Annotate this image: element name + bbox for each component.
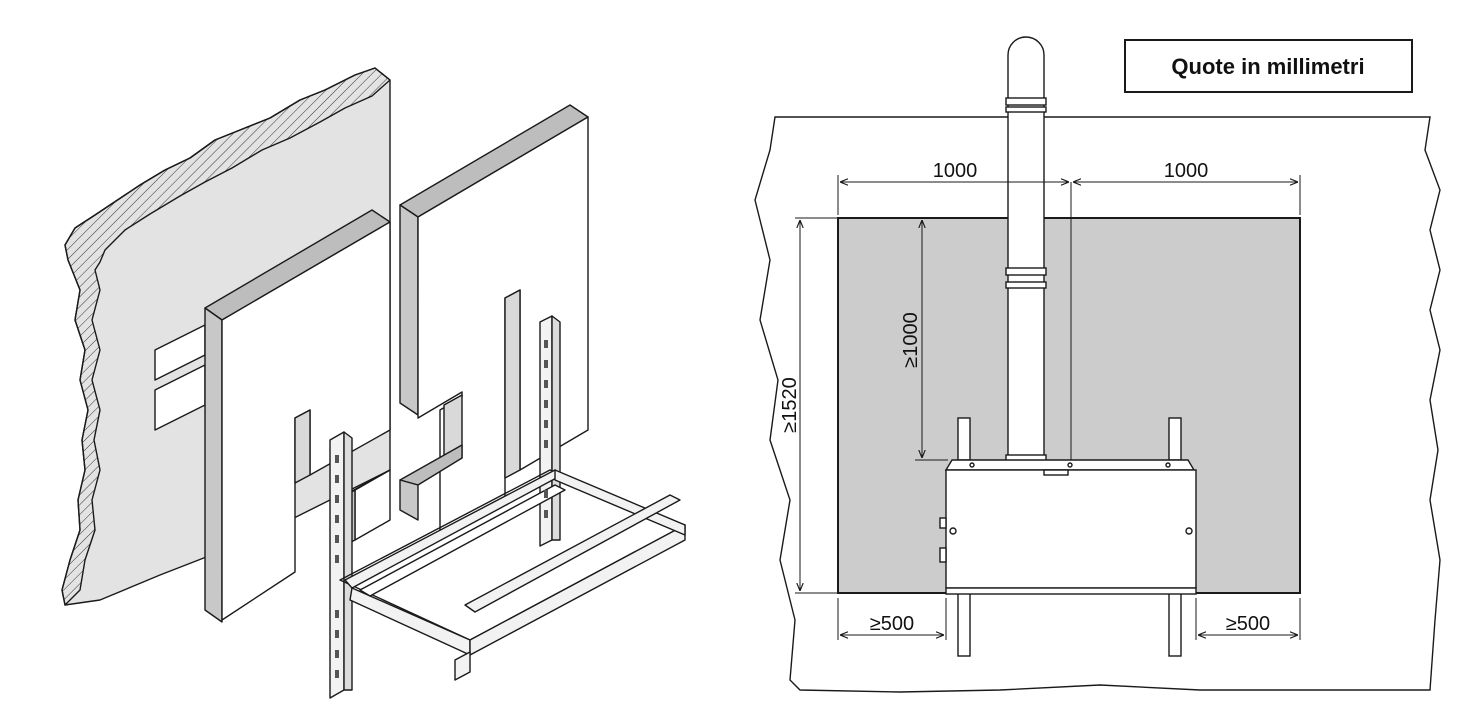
bracket-slots: [335, 340, 548, 678]
bracket-post-right-top: [1168, 417, 1182, 461]
dim-label-width-right: 1000: [1164, 160, 1209, 182]
mounting-bracket: [329, 315, 686, 699]
panel-left: [204, 209, 391, 623]
bracket-post-left-bottom: [957, 591, 971, 657]
bracket-post-right-bottom: [1168, 591, 1182, 657]
dimension-lines: [795, 175, 1301, 640]
wall-outline: [754, 116, 1441, 693]
bracket-post-left-top: [957, 417, 971, 461]
outdoor-unit: [939, 459, 1197, 595]
dim-label-height-total: ≥1520: [779, 377, 801, 432]
units-note: Quote in millimetri: [1171, 54, 1364, 79]
flue-pipe: [1005, 36, 1047, 472]
isometric-view: [61, 67, 686, 699]
dim-label-height-above: ≥1000: [900, 312, 922, 367]
dim-label-width-left: 1000: [933, 160, 978, 182]
front-view: [754, 36, 1441, 693]
units-note-box: Quote in millimetri: [1124, 39, 1413, 93]
dim-label-clearance-left: ≥500: [870, 613, 914, 635]
dim-label-clearance-right: ≥500: [1226, 613, 1270, 635]
